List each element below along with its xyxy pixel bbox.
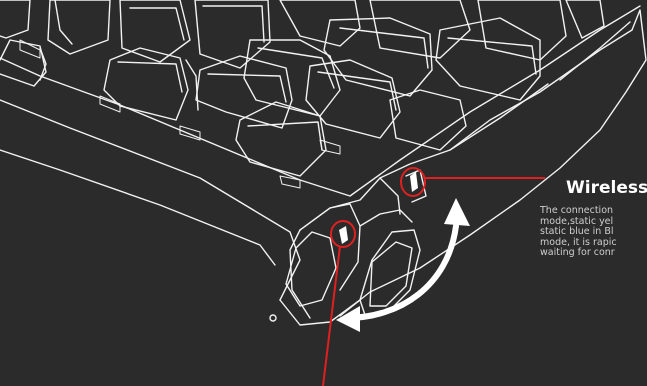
- keyboard-case: [0, 6, 646, 325]
- description-line: static blue in Bl: [540, 227, 647, 238]
- screw-detail: [270, 315, 276, 321]
- wireless-mode-title: Wireless: [566, 178, 647, 198]
- led-indicator-icon: [339, 172, 418, 244]
- keycaps: [0, 0, 604, 176]
- key-switches: [20, 40, 340, 188]
- wireless-mode-description: The connection mode,static yel static bl…: [540, 206, 647, 259]
- description-line: The connection: [540, 206, 647, 217]
- description-line: waiting for conr: [540, 248, 647, 259]
